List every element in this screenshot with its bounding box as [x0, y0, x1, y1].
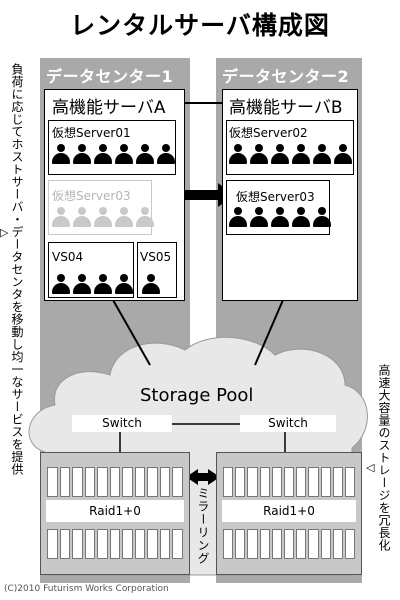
vm-server02-label: 仮想Server02: [229, 126, 308, 140]
user-icon: [94, 274, 112, 294]
user-icon: [271, 207, 289, 227]
raid-1-disks-top: [47, 467, 184, 497]
vm-server02-box: [226, 120, 354, 175]
user-icon: [52, 144, 70, 164]
user-icon: [136, 144, 154, 164]
user-icon: [292, 207, 310, 227]
right-note: 高速大容量のストレージを冗長化: [377, 364, 391, 552]
vm-vs04-label: VS04: [52, 250, 84, 264]
user-icon: [73, 144, 91, 164]
storage-pool-label: Storage Pool: [140, 385, 254, 406]
user-icon: [229, 144, 247, 164]
user-icon: [292, 144, 310, 164]
user-icon: [115, 207, 133, 227]
raid-1-disks-bottom: [47, 529, 184, 559]
user-icon: [334, 144, 352, 164]
mirroring-label: ミラーリング: [196, 487, 210, 565]
user-icon: [94, 144, 112, 164]
user-icon: [271, 144, 289, 164]
user-icon: [229, 207, 247, 227]
right-note-pointer: ◁: [366, 461, 375, 474]
vm-server03-label: 仮想Server03: [236, 190, 315, 204]
switch-1: Switch: [72, 415, 172, 432]
vm-vs05-label: VS05: [140, 250, 172, 264]
user-icon: [142, 274, 160, 294]
diagram-title: レンタルサーバ構成図: [70, 11, 330, 40]
mirroring-arrow: [186, 469, 220, 485]
raid-2-disks-top: [223, 467, 356, 497]
user-icon: [157, 144, 175, 164]
user-icon: [73, 274, 91, 294]
user-icon: [136, 207, 154, 227]
datacenter-1-label: データセンター1: [46, 67, 174, 86]
user-icon: [115, 274, 133, 294]
user-icon: [94, 207, 112, 227]
user-icon: [250, 207, 268, 227]
user-icon: [73, 207, 91, 227]
left-note-pointer: ▷: [0, 226, 9, 239]
switch-2: Switch: [240, 415, 336, 432]
server-a-title: 高機能サーバA: [52, 98, 166, 118]
left-note: 負荷に応じてホストサーバ・データセンタを移動し均一なサービスを提供: [10, 63, 24, 476]
raid-1-label: Raid1+0: [46, 500, 184, 522]
user-icon: [250, 144, 268, 164]
raid-2-label: Raid1+0: [222, 500, 356, 522]
user-icon: [313, 207, 331, 227]
vm-server01-label: 仮想Server01: [52, 126, 131, 140]
user-icon: [52, 274, 70, 294]
raid-2-disks-bottom: [223, 529, 356, 559]
copyright-text: (C)2010 Futurism Works Corporation: [4, 584, 169, 594]
datacenter-2-label: データセンター2: [222, 67, 350, 86]
user-icon: [52, 207, 70, 227]
user-icon: [313, 144, 331, 164]
vm-server01-box: [48, 120, 176, 175]
user-icon: [115, 144, 133, 164]
server-b-title: 高機能サーバB: [229, 98, 343, 118]
vm-server03-ghost-label: 仮想Server03: [52, 189, 131, 203]
